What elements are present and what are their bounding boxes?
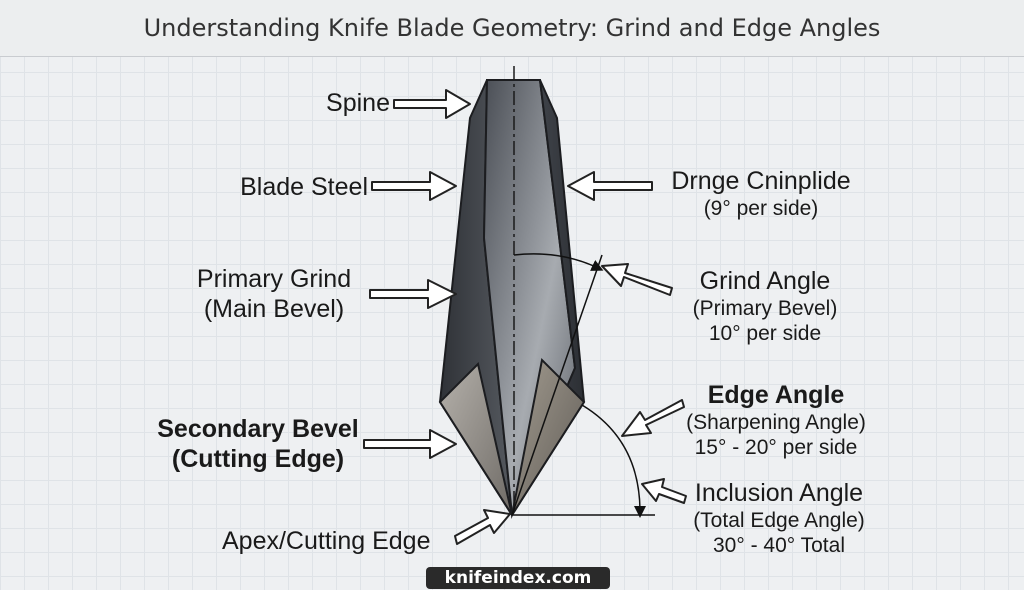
label-blade-steel: Blade Steel — [240, 173, 368, 201]
label-inclusion-angle-line3: 30° - 40° Total — [713, 534, 845, 558]
label-edge-angle: Edge Angle (Sharpening Angle) 15° - 20° … — [668, 380, 884, 460]
grind-angle-line — [511, 254, 603, 516]
apex-arrow-icon — [454, 509, 511, 545]
label-grind-angle-line1: Grind Angle — [699, 267, 831, 295]
page-title: Understanding Knife Blade Geometry: Grin… — [143, 14, 881, 42]
label-inclusion-angle-line1: Inclusion Angle — [694, 479, 864, 507]
grind-angle-arc — [513, 253, 604, 271]
label-secondary-bevel: Secondary Bevel (Cutting Edge) — [138, 414, 378, 474]
label-grind-angle-line3: 10° per side — [708, 322, 822, 346]
secondary-bevel-arrow-icon — [363, 429, 457, 459]
label-edge-angle-line3: 15° - 20° per side — [694, 436, 858, 460]
label-apex: Apex/Cutting Edge — [222, 527, 431, 555]
inclusion-angle-arc — [581, 404, 646, 518]
edge-angle-arrow-icon — [621, 399, 685, 437]
label-drnge: Drnge Cninplide (9° per side) — [656, 166, 866, 221]
label-grind-angle-line2: (Primary Bevel) — [692, 297, 838, 320]
label-spine: Spine — [326, 89, 390, 117]
label-inclusion-angle-line2: (Total Edge Angle) — [693, 509, 865, 532]
label-primary-grind: Primary Grind (Main Bevel) — [184, 264, 364, 324]
label-edge-angle-line2: (Sharpening Angle) — [686, 411, 866, 434]
label-secondary-bevel-line1: Secondary Bevel — [157, 415, 359, 443]
label-secondary-bevel-line2: (Cutting Edge) — [171, 445, 345, 473]
label-inclusion-angle: Inclusion Angle (Total Edge Angle) 30° -… — [676, 478, 882, 558]
label-drnge-line1: Drnge Cninplide — [671, 167, 851, 195]
label-primary-grind-line2: (Main Bevel) — [203, 295, 345, 323]
blade-steel-arrow-icon — [371, 171, 457, 201]
grind-angle-arrow-icon — [601, 263, 673, 296]
title-bar: Understanding Knife Blade Geometry: Grin… — [0, 0, 1024, 57]
drnge-arrow-icon — [567, 171, 653, 201]
spine-arrow-icon — [393, 89, 471, 119]
watermark: knifeindex.com — [426, 567, 610, 589]
label-edge-angle-line1: Edge Angle — [707, 381, 845, 409]
blade — [438, 66, 655, 519]
secondary-bevel-right — [511, 357, 586, 516]
label-grind-angle: Grind Angle (Primary Bevel) 10° per side — [668, 266, 862, 346]
inclusion-angle-arrow-icon — [641, 478, 687, 504]
secondary-bevel-left — [438, 362, 513, 516]
label-drnge-line2: (9° per side) — [703, 197, 819, 220]
label-primary-grind-line1: Primary Grind — [196, 265, 352, 293]
primary-grind-arrow-icon — [369, 279, 457, 309]
